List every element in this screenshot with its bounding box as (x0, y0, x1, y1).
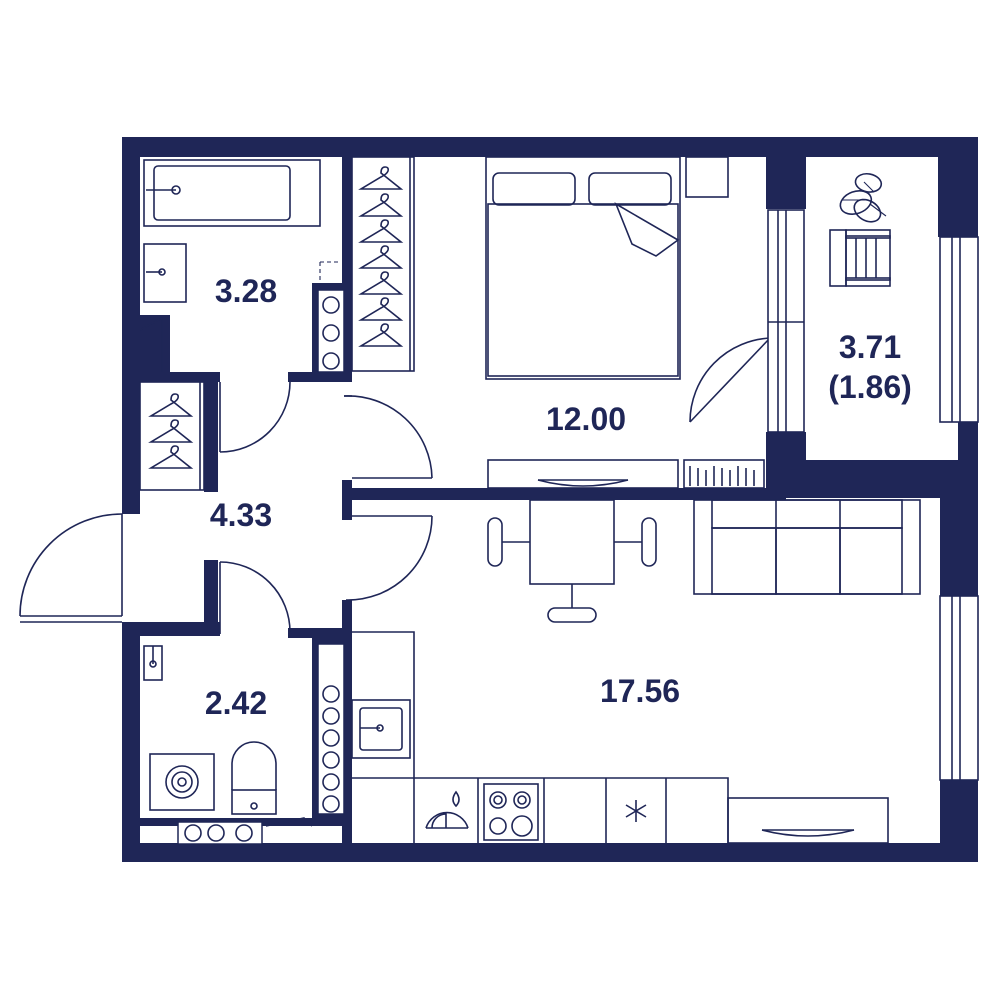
bathtub-icon (143, 159, 321, 227)
tv-stand (727, 797, 889, 844)
room-area-hallway: 4.33 (210, 497, 272, 533)
washing-machine-icon (149, 753, 215, 811)
toilet-icon (231, 741, 277, 815)
hanger-icon (148, 419, 194, 443)
sink-icon (351, 699, 411, 759)
fridge-icon (625, 800, 647, 822)
window (939, 595, 979, 781)
radiator-icon (683, 459, 765, 489)
dining-table-icon (487, 499, 657, 623)
toilet-door[interactable] (219, 561, 291, 634)
ventilation-shaft-icon (317, 643, 345, 815)
hanger-icon (148, 393, 194, 417)
front-door[interactable] (19, 513, 123, 623)
room-area-bathroom: 3.28 (215, 273, 277, 309)
sink-icon (143, 243, 187, 303)
walls (122, 137, 978, 862)
room-area-balcony: 3.71 (839, 329, 901, 365)
hanger-icon (148, 445, 194, 469)
bathroom-door[interactable] (219, 381, 291, 453)
kitchen-counter (352, 631, 729, 843)
ventilation-shaft-icon (317, 289, 345, 373)
hanger-icon (358, 323, 404, 347)
wardrobe (351, 156, 415, 372)
boiler-icon (425, 790, 469, 829)
nightstand (685, 156, 729, 198)
window (767, 209, 805, 433)
room-area-bedroom: 12.00 (546, 401, 626, 437)
room-area-balcony-reduced: (1.86) (828, 369, 912, 405)
room-area-toilet: 2.42 (205, 685, 267, 721)
stove-icon (483, 783, 539, 841)
hanger-icon (358, 219, 404, 243)
sofa-icon (693, 499, 921, 595)
hanger-icon (358, 245, 404, 269)
meter-box-icon (177, 821, 263, 845)
wardrobe (139, 381, 205, 491)
kitchen-entry-door[interactable] (345, 515, 433, 601)
hanger-icon (358, 193, 404, 217)
bed-icon (485, 156, 681, 380)
room-area-kitchen-living: 17.56 (600, 673, 680, 709)
hanger-icon (358, 297, 404, 321)
chair-icon (829, 229, 891, 287)
hanger-icon (358, 166, 404, 190)
bedroom-door[interactable] (689, 337, 773, 423)
sink-icon (143, 645, 163, 681)
balcony-window (939, 236, 979, 423)
tv-stand (487, 459, 679, 489)
bedroom-entry-door[interactable] (343, 395, 433, 479)
plant-icon (839, 172, 887, 223)
hanger-icon (358, 271, 404, 295)
